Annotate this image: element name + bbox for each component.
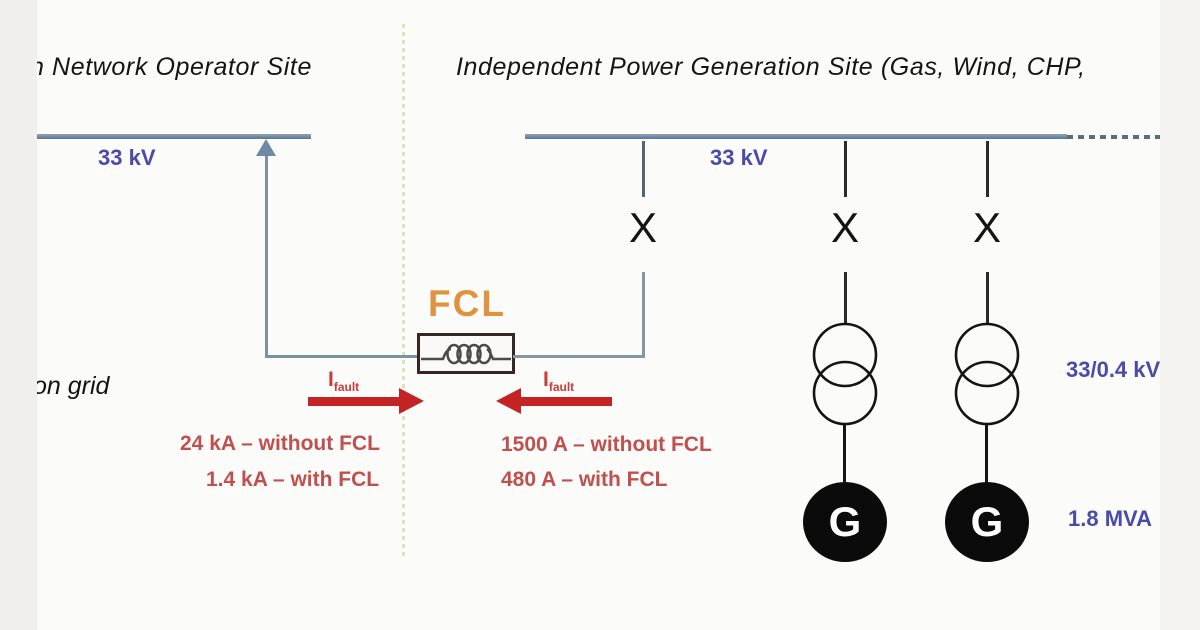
ifault-base-left: I [328,368,334,391]
transformer-icon-1 [812,322,878,426]
ifault-sub-left: fault [333,380,360,395]
ifault-label-right: Ifault [543,368,574,394]
fcl-label: FCL [428,283,506,324]
fault-arrow-left-icon [496,388,521,414]
inductor-coil-icon [421,343,511,365]
feeder1-drop-line [642,141,645,197]
transformer-ratio-label: 33/0.4 kV [1066,357,1161,382]
feed-riser-left [265,156,268,357]
transformer1-generator-line [843,425,846,482]
breaker-x-icon-2: X [830,204,859,251]
fcl-box [417,333,515,374]
connector-left-to-fcl [265,355,418,358]
feeder3-line-to-transformer [986,272,989,324]
generator-circle-2: G [945,482,1029,562]
ifault-sub-right: fault [548,380,575,395]
generator-rating-label: 1.8 MVA [1068,506,1152,531]
feeder2-line-to-transformer [844,272,847,324]
breaker-x-icon-1: X [628,204,657,251]
grid-label: on grid [33,372,110,400]
fault-value-left-with: 1.4 kA – with FCL [206,468,380,491]
fault-arrow-left-shaft [308,397,400,406]
left-edge-strip [0,0,37,630]
feeder1-riser-to-fcl [642,272,645,358]
ifault-base-right: I [543,368,549,391]
fault-arrow-right-icon [399,388,424,414]
fault-value-left-without: 24 kA – without FCL [180,432,380,455]
site-title-left: n Network Operator Site [30,53,312,81]
generator-label-2: G [970,498,1004,545]
right-edge-strip [1160,0,1200,630]
generator-label-1: G [828,498,862,545]
voltage-label-left: 33 kV [98,145,156,170]
site-title-right: Independent Power Generation Site (Gas, … [456,53,1086,81]
feeder3-drop-line [986,141,989,197]
generator-circle-1: G [803,482,887,562]
breaker-x-icon-3: X [972,204,1001,251]
ifault-label-left: Ifault [328,368,359,394]
site-divider-line [402,24,405,560]
feed-arrowhead-up-icon [256,139,276,156]
busbar-left [37,134,311,139]
feeder2-drop-line [844,141,847,197]
transformer2-generator-line [985,425,988,482]
fault-value-right-without: 1500 A – without FCL [501,433,712,456]
fault-value-right-with: 480 A – with FCL [501,468,668,491]
transformer-icon-2 [954,322,1020,426]
connector-fcl-to-right [513,355,645,358]
voltage-label-right: 33 kV [710,145,768,170]
busbar-right-dashed-extension [1067,135,1162,139]
fault-arrow-right-shaft [520,397,612,406]
busbar-right [525,134,1067,139]
